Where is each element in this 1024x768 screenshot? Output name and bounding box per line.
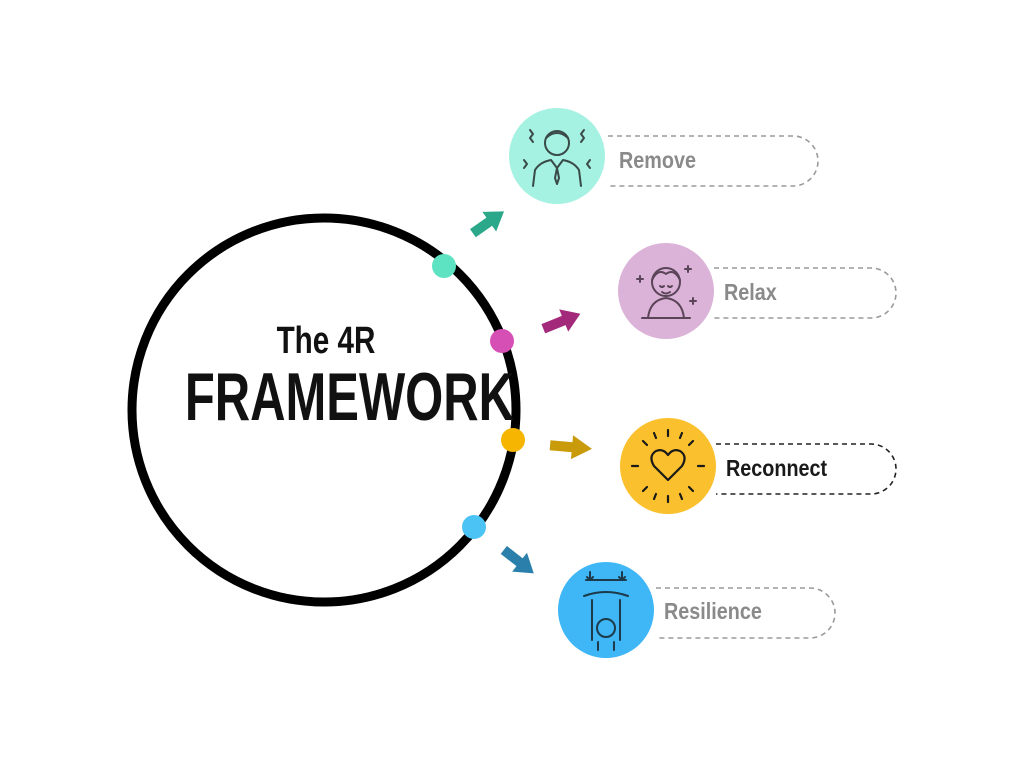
reconnect-pill (716, 443, 897, 495)
resilience-pill (656, 587, 836, 639)
glowing-heart-icon (630, 428, 706, 504)
resilience-circle (558, 562, 654, 658)
resilience-dot (462, 515, 486, 539)
person-under-pressure-icon (583, 571, 629, 651)
remove-dot (432, 254, 456, 278)
reconnect-dot (501, 428, 525, 452)
remove-label: Remove (619, 147, 696, 173)
framework-ring (127, 213, 521, 607)
reconnect-label: Reconnect (726, 455, 828, 481)
remove-pill (608, 135, 819, 187)
stressed-person-icon (523, 129, 591, 187)
relax-label: Relax (724, 279, 777, 305)
relax-arrow (541, 309, 581, 334)
relax-circle (618, 243, 714, 339)
relax-dot (490, 329, 514, 353)
reconnect-arrow (549, 435, 592, 460)
title-line-2: FRAMEWORK (184, 358, 514, 435)
remove-arrow (470, 211, 505, 238)
relax-pill (714, 267, 897, 319)
framework-title: The 4R FRAMEWORK (130, 320, 522, 435)
meditating-person-icon (636, 265, 697, 319)
title-line-1: The 4R (276, 320, 376, 362)
resilience-arrow (500, 545, 534, 574)
resilience-label: Resilience (664, 598, 762, 624)
